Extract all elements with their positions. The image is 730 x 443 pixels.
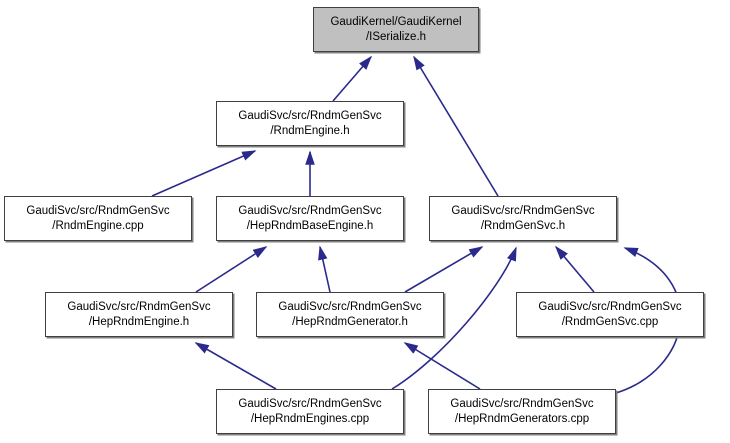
node-label-line2: /ISerialize.h [365,30,427,43]
edges-group [151,55,682,394]
graph-node-heprndmbaseengine_h[interactable]: GaudiSvc/src/RndmGenSvc/HepRndmBaseEngin… [216,196,404,241]
graph-node-heprndmgenerators_cpp[interactable]: GaudiSvc/src/RndmGenSvc/HepRndmGenerator… [428,389,616,434]
node-label-line2: /RndmGenSvc.h [480,219,566,232]
node-label-line1: GaudiSvc/src/RndmGenSvc [450,397,594,410]
graph-node-heprndmengine_h[interactable]: GaudiSvc/src/RndmGenSvc/HepRndmEngine.h [45,292,233,337]
graph-edge-rndmengine_cpp-to-rndmengine_h [151,150,257,197]
graph-node-iserialize[interactable]: GaudiKernel/GaudiKernel/ISerialize.h [313,7,479,52]
graph-node-rndmengine_h[interactable]: GaudiSvc/src/RndmGenSvc/RndmEngine.h [216,101,404,146]
graph-edge-heprndmgenerator_h-to-heprndmbaseengine_h [318,245,331,293]
graph-node-rndmgensvc_h[interactable]: GaudiSvc/src/RndmGenSvc/RndmGenSvc.h [429,196,617,241]
node-label-line1: GaudiSvc/src/RndmGenSvc [238,204,382,217]
graph-edge-rndmgensvc_h-to-iserialize [413,55,499,197]
node-label-line2: /HepRndmEngines.cpp [250,412,370,425]
graph-node-heprndmgenerator_h[interactable]: GaudiSvc/src/RndmGenSvc/HepRndmGenerator… [256,292,444,337]
node-label-line1: GaudiKernel/GaudiKernel [330,15,462,28]
node-label-line2: /HepRndmGenerators.cpp [454,412,590,425]
node-label-line2: /HepRndmBaseEngine.h [246,219,374,232]
node-label-line2: /HepRndmGenerator.h [292,315,408,328]
node-label-line1: GaudiSvc/src/RndmGenSvc [278,300,422,313]
graph-edge-rndmengine_h-to-iserialize [332,55,373,102]
graph-edge-heprndmengines_cpp-to-rndmgensvc_h [391,246,517,390]
graph-edge-heprndmengines_cpp-to-heprndmengine_h [194,342,277,390]
graph-edge-heprndmgenerators_cpp-to-heprndmgenerator_h [403,342,481,390]
node-label-line2: /HepRndmEngine.h [88,315,190,328]
node-label-line1: GaudiSvc/src/RndmGenSvc [451,204,595,217]
node-label-line1: GaudiSvc/src/RndmGenSvc [238,397,382,410]
graph-edge-heprndmengine_h-to-heprndmbaseengine_h [195,246,268,293]
graph-edge-heprndmgenerator_h-to-rndmgensvc_h [404,246,484,293]
node-label-line2: /RndmEngine.h [270,124,350,137]
graph-edge-rndmgensvc_cpp-to-rndmgensvc_h [554,245,595,293]
node-label-line1: GaudiSvc/src/RndmGenSvc [67,300,211,313]
node-label-line1: GaudiSvc/src/RndmGenSvc [26,204,170,217]
node-label-line2: /RndmGenSvc.cpp [561,315,659,328]
graph-node-rndmengine_cpp[interactable]: GaudiSvc/src/RndmGenSvc/RndmEngine.cpp [4,196,192,241]
node-label-line1: GaudiSvc/src/RndmGenSvc [238,109,382,122]
graph-node-heprndmengines_cpp[interactable]: GaudiSvc/src/RndmGenSvc/HepRndmEngines.c… [216,389,404,434]
node-label-line2: /RndmEngine.cpp [52,219,144,232]
node-label-line1: GaudiSvc/src/RndmGenSvc [538,300,682,313]
graph-node-rndmgensvc_cpp[interactable]: GaudiSvc/src/RndmGenSvc/RndmGenSvc.cpp [516,292,704,337]
